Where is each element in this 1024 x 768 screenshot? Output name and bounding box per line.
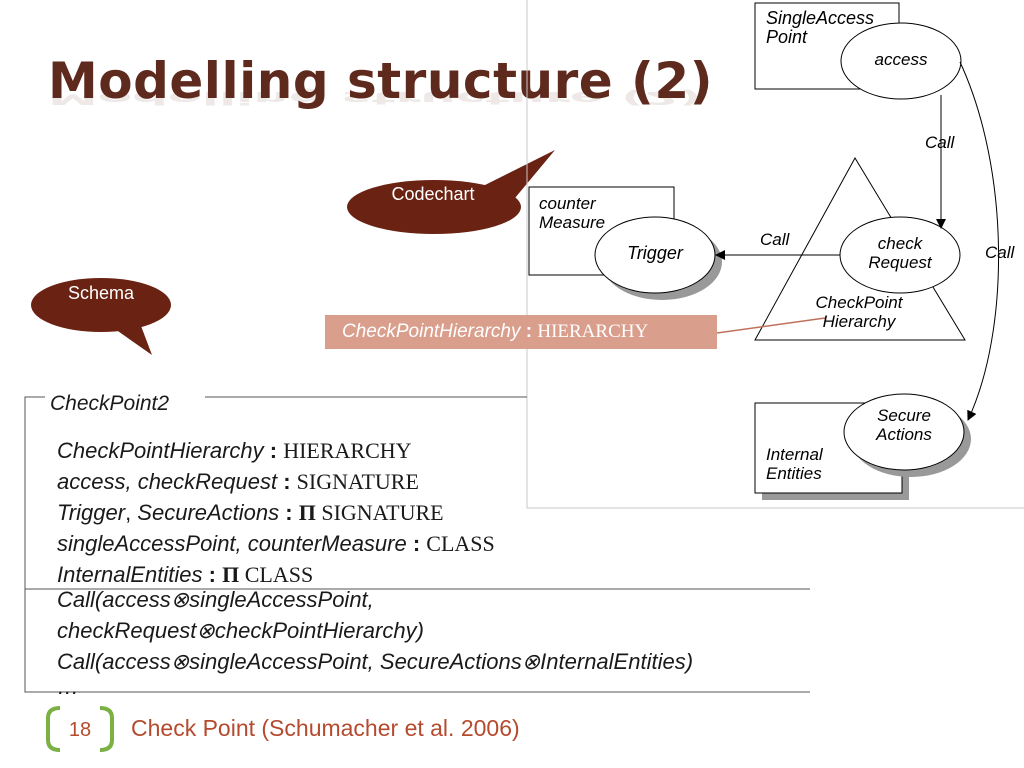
call-label-2: Call [760, 230, 790, 249]
formula-line: … [57, 674, 79, 699]
page-number: 18 [68, 719, 92, 741]
codechart-callout [347, 150, 555, 234]
formula-line: checkRequest⊗checkPointHierarchy) [57, 618, 424, 643]
diagram-panel-border [526, 0, 1024, 509]
schema-name: CheckPoint2 [50, 392, 170, 415]
tooltip-type: HIERARCHY [537, 321, 649, 342]
hierarchy-tooltip: CheckPointHierarchy : HIERARCHY [325, 315, 717, 349]
footer-citation: Check Point (Schumacher et al. 2006) [131, 715, 520, 741]
schema-declarations: CheckPointHierarchy : HIERARCHY access, … [57, 435, 495, 590]
schema-callout-label: Schema [67, 283, 135, 303]
declaration-line: singleAccessPoint, counterMeasure : CLAS… [57, 531, 495, 556]
formula-line: Call(access⊗singleAccessPoint, [57, 587, 374, 612]
access-label: access [874, 50, 928, 69]
schema-formulas: Call(access⊗singleAccessPoint, checkRequ… [57, 584, 694, 699]
call-arrow-access-to-secure [959, 61, 999, 421]
access-signature [840, 22, 962, 100]
declaration-line: access, checkRequest : SIGNATURE [57, 469, 419, 494]
slide-title: Modelling structure (2) [48, 52, 714, 110]
left-bracket [46, 706, 61, 752]
right-bracket [99, 706, 114, 752]
formula-line: Call(access⊗singleAccessPoint, SecureAct… [57, 649, 694, 674]
declaration-line: InternalEntities : Π CLASS [57, 562, 314, 587]
tooltip-sep: : [520, 321, 538, 342]
declaration-line: CheckPointHierarchy : HIERARCHY [57, 438, 412, 463]
schema-callout [31, 278, 171, 355]
declaration-line: Trigger, SecureActions : Π SIGNATURE [57, 500, 444, 525]
secure-actions-signature [843, 393, 965, 471]
tooltip-connector [716, 317, 826, 334]
trigger-label: Trigger [627, 243, 683, 263]
codechart-callout-label: Codechart [391, 184, 475, 204]
call-label-1: Call [925, 133, 955, 152]
call-label-3: Call [985, 243, 1015, 262]
tooltip-name: CheckPointHierarchy [342, 321, 521, 342]
